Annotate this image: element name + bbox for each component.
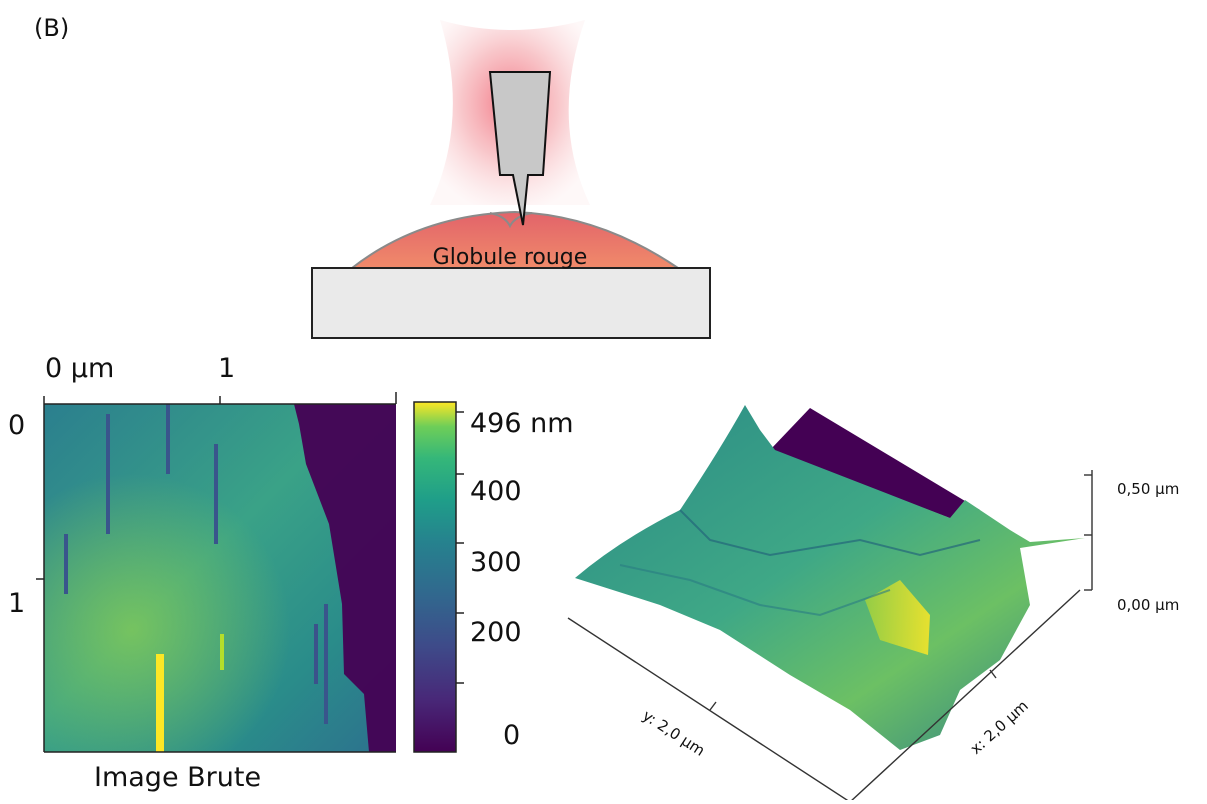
colorbar-tick-label: 496 nm — [470, 408, 574, 439]
red-blood-cell — [349, 210, 682, 269]
z-tick-label: 0,00 µm — [1117, 596, 1180, 614]
substrate — [311, 267, 711, 339]
colorbar-tick-label: 400 — [470, 476, 522, 507]
raw-image-axes — [36, 392, 397, 753]
surface-3d — [567, 405, 1093, 800]
colorbar — [413, 401, 464, 753]
y-tick-label: 1 — [8, 588, 26, 619]
sample-label: Globule rouge — [433, 245, 588, 270]
x-tick-label: 0 µm — [45, 353, 115, 384]
surface-mesh — [575, 405, 1085, 750]
background-plateau — [770, 408, 980, 520]
background-region — [294, 404, 396, 752]
colorbar-tick-label: 0 — [503, 720, 521, 751]
colorbar-tick-label: 300 — [470, 547, 522, 578]
afm-schematic: Globule rouge — [311, 20, 711, 339]
raw-height-image — [44, 404, 396, 752]
y-tick-label: 0 — [8, 410, 26, 441]
panel-label: (B) — [34, 14, 70, 42]
colorbar-tick-label: 200 — [470, 617, 522, 648]
x-tick-label: 1 — [218, 353, 236, 384]
scan-streak — [156, 654, 164, 752]
image-caption: Image Brute — [94, 762, 262, 793]
z-tick-label: 0,50 µm — [1117, 480, 1180, 498]
afm-probe — [488, 71, 552, 226]
